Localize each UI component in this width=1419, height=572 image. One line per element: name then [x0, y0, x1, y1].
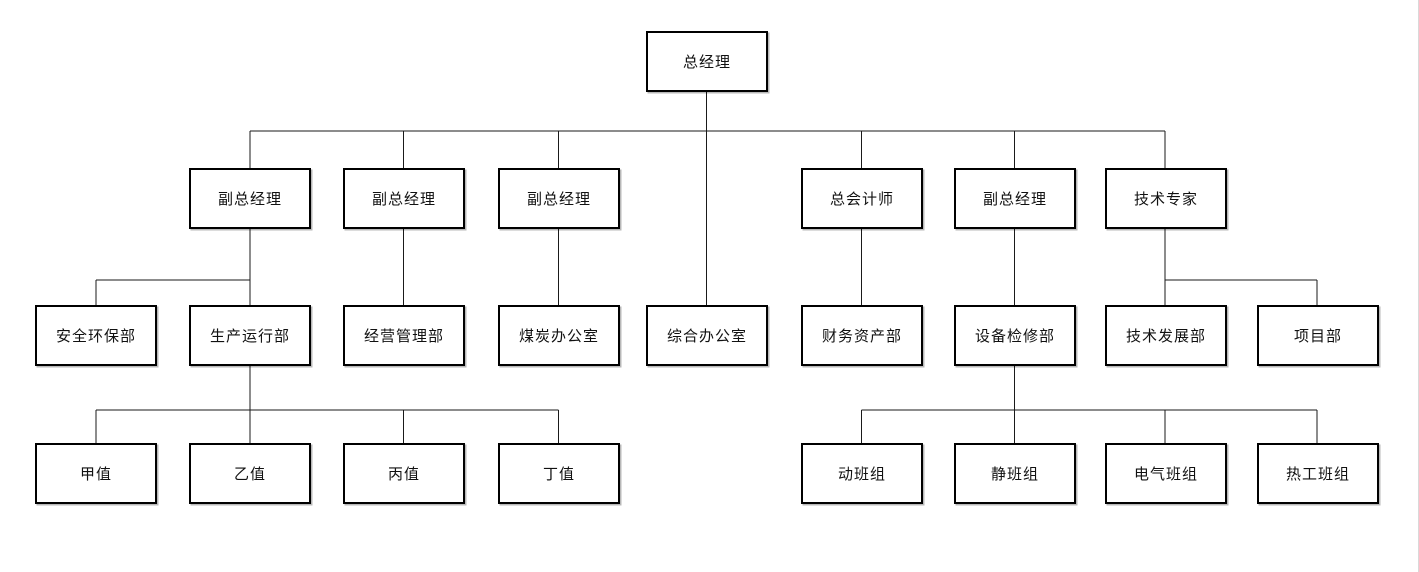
- org-node-label: 动班组: [837, 466, 886, 483]
- org-node-label: 电气班组: [1133, 466, 1198, 483]
- org-node-label: 乙值: [233, 466, 266, 483]
- org-node-chief-accountant[interactable]: 总会计师: [801, 168, 923, 229]
- org-node-label: 甲值: [79, 466, 112, 483]
- org-node-label: 设备检修部: [974, 328, 1055, 345]
- org-node-general-office[interactable]: 综合办公室: [646, 305, 768, 366]
- org-node-deputy-gm-2[interactable]: 副总经理: [343, 168, 465, 229]
- org-node-label: 热工班组: [1285, 466, 1350, 483]
- org-node-business-mgmt-dept[interactable]: 经营管理部: [343, 305, 465, 366]
- org-node-label: 经营管理部: [363, 328, 444, 345]
- org-node-label: 副总经理: [217, 191, 282, 208]
- org-node-label: 副总经理: [526, 191, 591, 208]
- org-node-equipment-maint-dept[interactable]: 设备检修部: [954, 305, 1076, 366]
- org-node-label: 项目部: [1293, 328, 1342, 345]
- org-node-general-manager[interactable]: 总经理: [646, 31, 768, 92]
- org-node-label: 总经理: [682, 54, 731, 71]
- org-node-label: 综合办公室: [666, 328, 747, 345]
- org-node-label: 生产运行部: [209, 328, 290, 345]
- org-node-safety-env-dept[interactable]: 安全环保部: [35, 305, 157, 366]
- org-node-label: 技术专家: [1133, 191, 1198, 208]
- org-node-technical-expert[interactable]: 技术专家: [1105, 168, 1227, 229]
- org-node-static-team[interactable]: 静班组: [954, 443, 1076, 504]
- org-node-deputy-gm-3[interactable]: 副总经理: [498, 168, 620, 229]
- org-node-project-dept[interactable]: 项目部: [1257, 305, 1379, 366]
- org-node-label: 技术发展部: [1125, 328, 1206, 345]
- org-node-label: 副总经理: [982, 191, 1047, 208]
- org-node-label: 丙值: [387, 466, 420, 483]
- org-node-deputy-gm-4[interactable]: 副总经理: [954, 168, 1076, 229]
- org-node-coal-office[interactable]: 煤炭办公室: [498, 305, 620, 366]
- org-node-label: 总会计师: [829, 191, 894, 208]
- org-node-shift-b[interactable]: 乙值: [189, 443, 311, 504]
- org-node-electrical-team[interactable]: 电气班组: [1105, 443, 1227, 504]
- org-node-thermal-team[interactable]: 热工班组: [1257, 443, 1379, 504]
- org-node-label: 安全环保部: [55, 328, 136, 345]
- org-node-deputy-gm-1[interactable]: 副总经理: [189, 168, 311, 229]
- org-node-shift-c[interactable]: 丙值: [343, 443, 465, 504]
- org-node-tech-dev-dept[interactable]: 技术发展部: [1105, 305, 1227, 366]
- org-node-finance-assets-dept[interactable]: 财务资产部: [801, 305, 923, 366]
- org-node-label: 丁值: [542, 466, 575, 483]
- org-node-label: 财务资产部: [821, 328, 902, 345]
- org-node-production-ops-dept[interactable]: 生产运行部: [189, 305, 311, 366]
- org-node-shift-d[interactable]: 丁值: [498, 443, 620, 504]
- org-node-label: 静班组: [990, 466, 1039, 483]
- org-node-label: 煤炭办公室: [518, 328, 599, 345]
- org-node-label: 副总经理: [371, 191, 436, 208]
- org-node-dynamic-team[interactable]: 动班组: [801, 443, 923, 504]
- org-node-shift-a[interactable]: 甲值: [35, 443, 157, 504]
